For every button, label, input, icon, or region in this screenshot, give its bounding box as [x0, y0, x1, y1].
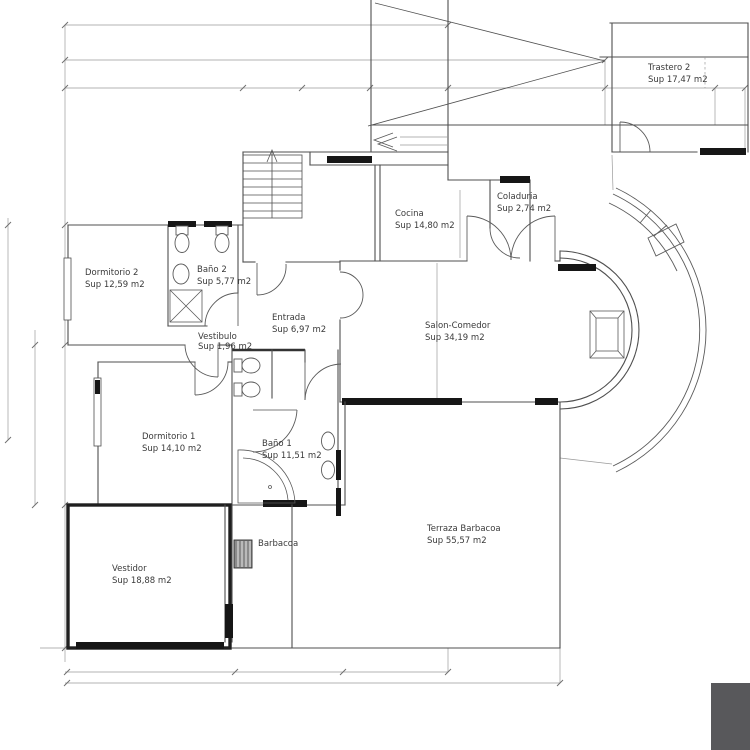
window-sill-vestidor	[76, 642, 224, 649]
window-sill-bay	[558, 264, 596, 271]
fireplace-icon	[589, 310, 625, 359]
watermark-box	[711, 683, 750, 750]
dimension-ticks	[4, 21, 749, 687]
door-trastero	[619, 121, 651, 153]
label-bano1: Baño 1	[262, 439, 292, 449]
window-sill-dormitorio1	[95, 380, 100, 394]
window-sill-bano1-b	[336, 488, 341, 516]
area-trastero2: Sup 17,47 m2	[648, 75, 708, 85]
toilet-icon	[174, 225, 190, 253]
toilet2-icon	[233, 357, 261, 374]
label-vestidor: Vestidor	[112, 564, 147, 574]
area-vestibulo: Sup 1,96 m2	[198, 342, 252, 352]
cocina-walls	[374, 164, 531, 262]
shower-icon	[169, 289, 203, 323]
door-corridor-swing	[304, 362, 342, 401]
area-entrada: Sup 6,97 m2	[272, 325, 326, 335]
area-bano2: Sup 5,77 m2	[197, 277, 251, 287]
window-sill-bano2-a	[168, 221, 196, 227]
dimension-lines	[7, 24, 746, 684]
label-cocina: Cocina	[395, 209, 424, 219]
area-cocina: Sup 14,80 m2	[395, 221, 455, 231]
bidet-icon	[214, 225, 230, 253]
barbecue-grill-icon	[233, 539, 253, 569]
washbasin-icon	[172, 263, 190, 285]
label-dormitorio2: Dormitorio 2	[85, 268, 138, 278]
area-coladuria: Sup 2,74 m2	[497, 204, 551, 214]
label-coladuria: Coladuria	[497, 192, 538, 202]
window-sill-barbacoa	[225, 604, 233, 638]
window-sill-bano1-a	[336, 450, 341, 480]
window-dormitorio2	[63, 257, 72, 321]
bidet2-icon	[233, 381, 261, 398]
door-bano1	[252, 409, 298, 453]
curved-steps	[559, 187, 707, 473]
window-sill-trastero	[700, 148, 746, 155]
area-salon: Sup 34,19 m2	[425, 333, 485, 343]
door-entrada-salon-swing	[339, 271, 364, 319]
terraza-walls	[224, 401, 561, 649]
area-dormitorio1: Sup 14,10 m2	[142, 444, 202, 454]
area-bano1: Sup 11,51 m2	[262, 451, 322, 461]
window-sill-bano1-bottom	[263, 500, 307, 507]
washbasin2-icon	[321, 431, 335, 451]
area-vestidor: Sup 18,88 m2	[112, 576, 172, 586]
area-dormitorio2: Sup 12,59 m2	[85, 280, 145, 290]
label-barbacoa: Barbacoa	[258, 539, 298, 549]
label-terraza: Terraza Barbacoa	[426, 524, 501, 534]
washbasin3-icon	[321, 460, 335, 480]
room-labels: Trastero 2 Sup 17,47 m2 Dormitorio 2 Sup…	[85, 63, 708, 586]
trastero-walls	[599, 22, 749, 153]
label-entrada: Entrada	[272, 313, 305, 323]
door-dormitorio1	[194, 361, 229, 396]
label-trastero2: Trastero 2	[647, 63, 690, 73]
window-sill-salon-2	[535, 398, 558, 405]
label-bano2: Baño 2	[197, 265, 227, 275]
door-salon-double	[466, 215, 556, 261]
vestidor-walls	[66, 503, 232, 650]
window-sill-coladuria	[500, 176, 530, 183]
door-bano2	[204, 292, 239, 327]
bay-window-wall	[559, 250, 640, 410]
window-sill-bano2-b	[204, 221, 232, 227]
entrada-walls	[231, 261, 341, 506]
label-salon: Salon-Comedor	[425, 321, 491, 331]
window-sill-entrada-top	[327, 156, 372, 163]
area-terraza: Sup 55,57 m2	[427, 536, 487, 546]
roof-slope-triangle	[367, 2, 606, 127]
corner-bathtub-icon	[237, 449, 296, 504]
label-vestibulo: Vestibulo	[198, 332, 237, 342]
window-dormitorio1	[93, 377, 102, 447]
window-sill-salon-1	[342, 398, 462, 405]
door-front-entrada	[256, 263, 287, 296]
door-coladuria	[489, 227, 521, 259]
curved-step-tread	[647, 223, 685, 257]
upper-walls	[242, 0, 749, 181]
direction-chevrons-icon	[372, 132, 398, 152]
staircase-up	[242, 148, 303, 263]
label-dormitorio1: Dormitorio 1	[142, 432, 195, 442]
stairs-up-arrow-icon	[266, 148, 278, 163]
